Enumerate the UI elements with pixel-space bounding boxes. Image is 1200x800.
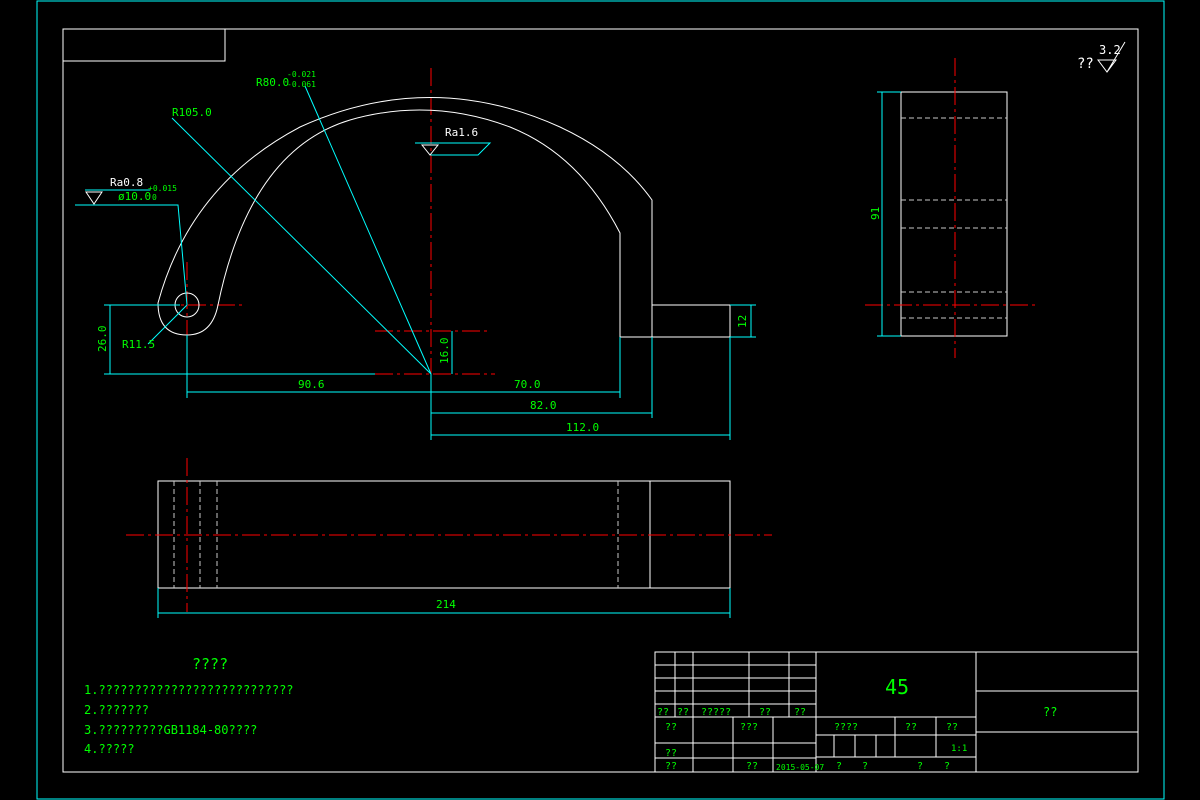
scale-value: 1:1 [951,744,967,754]
surface-symbol-value: 3.2 [1099,43,1121,57]
dia10-label: ø10.0 [118,190,151,203]
row-label-1: ?? [657,707,669,718]
r80-upper-tol: -0.021 [287,70,316,79]
scale-label: ?? [946,722,958,733]
top-view: 214 [126,458,772,618]
note-3: 3.?????????GB1184-80???? [84,723,257,737]
dim-70: 70.0 [514,378,541,391]
ra16-label: Ra1.6 [445,126,478,139]
weight-label: ?? [905,722,917,733]
r80-lower-tol: -0.061 [287,80,316,89]
design-label: ?? [665,722,677,733]
r80-label: R80.0 [256,76,289,89]
row-label-2: ?? [677,707,689,718]
standardization-label: ??? [740,722,758,733]
front-view: R80.0 -0.021 -0.061 R105.0 Ra1.6 Ra0.8 ø… [75,68,756,440]
dia10-lower-tol: 0 [152,193,157,202]
sheet-cell-1: ? [836,761,842,772]
sheet-cell-2: ? [862,761,868,772]
part-name: ?? [1043,705,1057,719]
notes-title: ???? [192,655,228,673]
row-label-4: ?? [759,707,771,718]
review-label: ?? [665,748,677,759]
dim-214: 214 [436,598,456,611]
sheet-cell-4: ? [944,761,950,772]
dia10-upper-tol: +0.015 [148,184,177,193]
dim-16: 16.0 [438,338,451,365]
surface-roughness-symbol: ?? 3.2 [1077,41,1126,73]
front-view-outline [157,97,731,338]
r105-label: R105.0 [172,106,212,119]
row-label-3: ????? [701,707,731,718]
date-label: 2015-05-07 [776,763,824,772]
dim-26: 26.0 [96,326,109,353]
dim-90-6: 90.6 [298,378,325,391]
approve-label: ?? [746,761,758,772]
outer-border [36,0,1165,800]
corner-tag-box [63,29,226,62]
side-view: 91 [865,58,1037,358]
technical-notes: ???? 1.??????????????????????????? 2.???… [84,655,294,756]
side-view-outline [900,91,1008,337]
stage-label: ???? [834,722,858,733]
dim-91: 91 [869,207,882,220]
dim-112: 112.0 [566,421,599,434]
sheet-cell-3: ? [917,761,923,772]
ra08-label: Ra0.8 [110,176,143,189]
dim-12: 12 [736,315,749,328]
dim-82: 82.0 [530,399,557,412]
r115-label: R11.5 [122,338,155,351]
note-2: 2.??????? [84,703,149,717]
inner-frame [62,28,1139,773]
material-label: 45 [885,675,909,699]
note-1: 1.??????????????????????????? [84,683,294,697]
process-label: ?? [665,761,677,772]
title-block: 45 ?? ?? ?? ????? ?? ?? ?? ??? ?? ?? ?? … [654,651,1139,773]
surface-symbol-label: ?? [1077,56,1094,72]
note-4: 4.????? [84,742,135,756]
row-label-5: ?? [794,707,806,718]
